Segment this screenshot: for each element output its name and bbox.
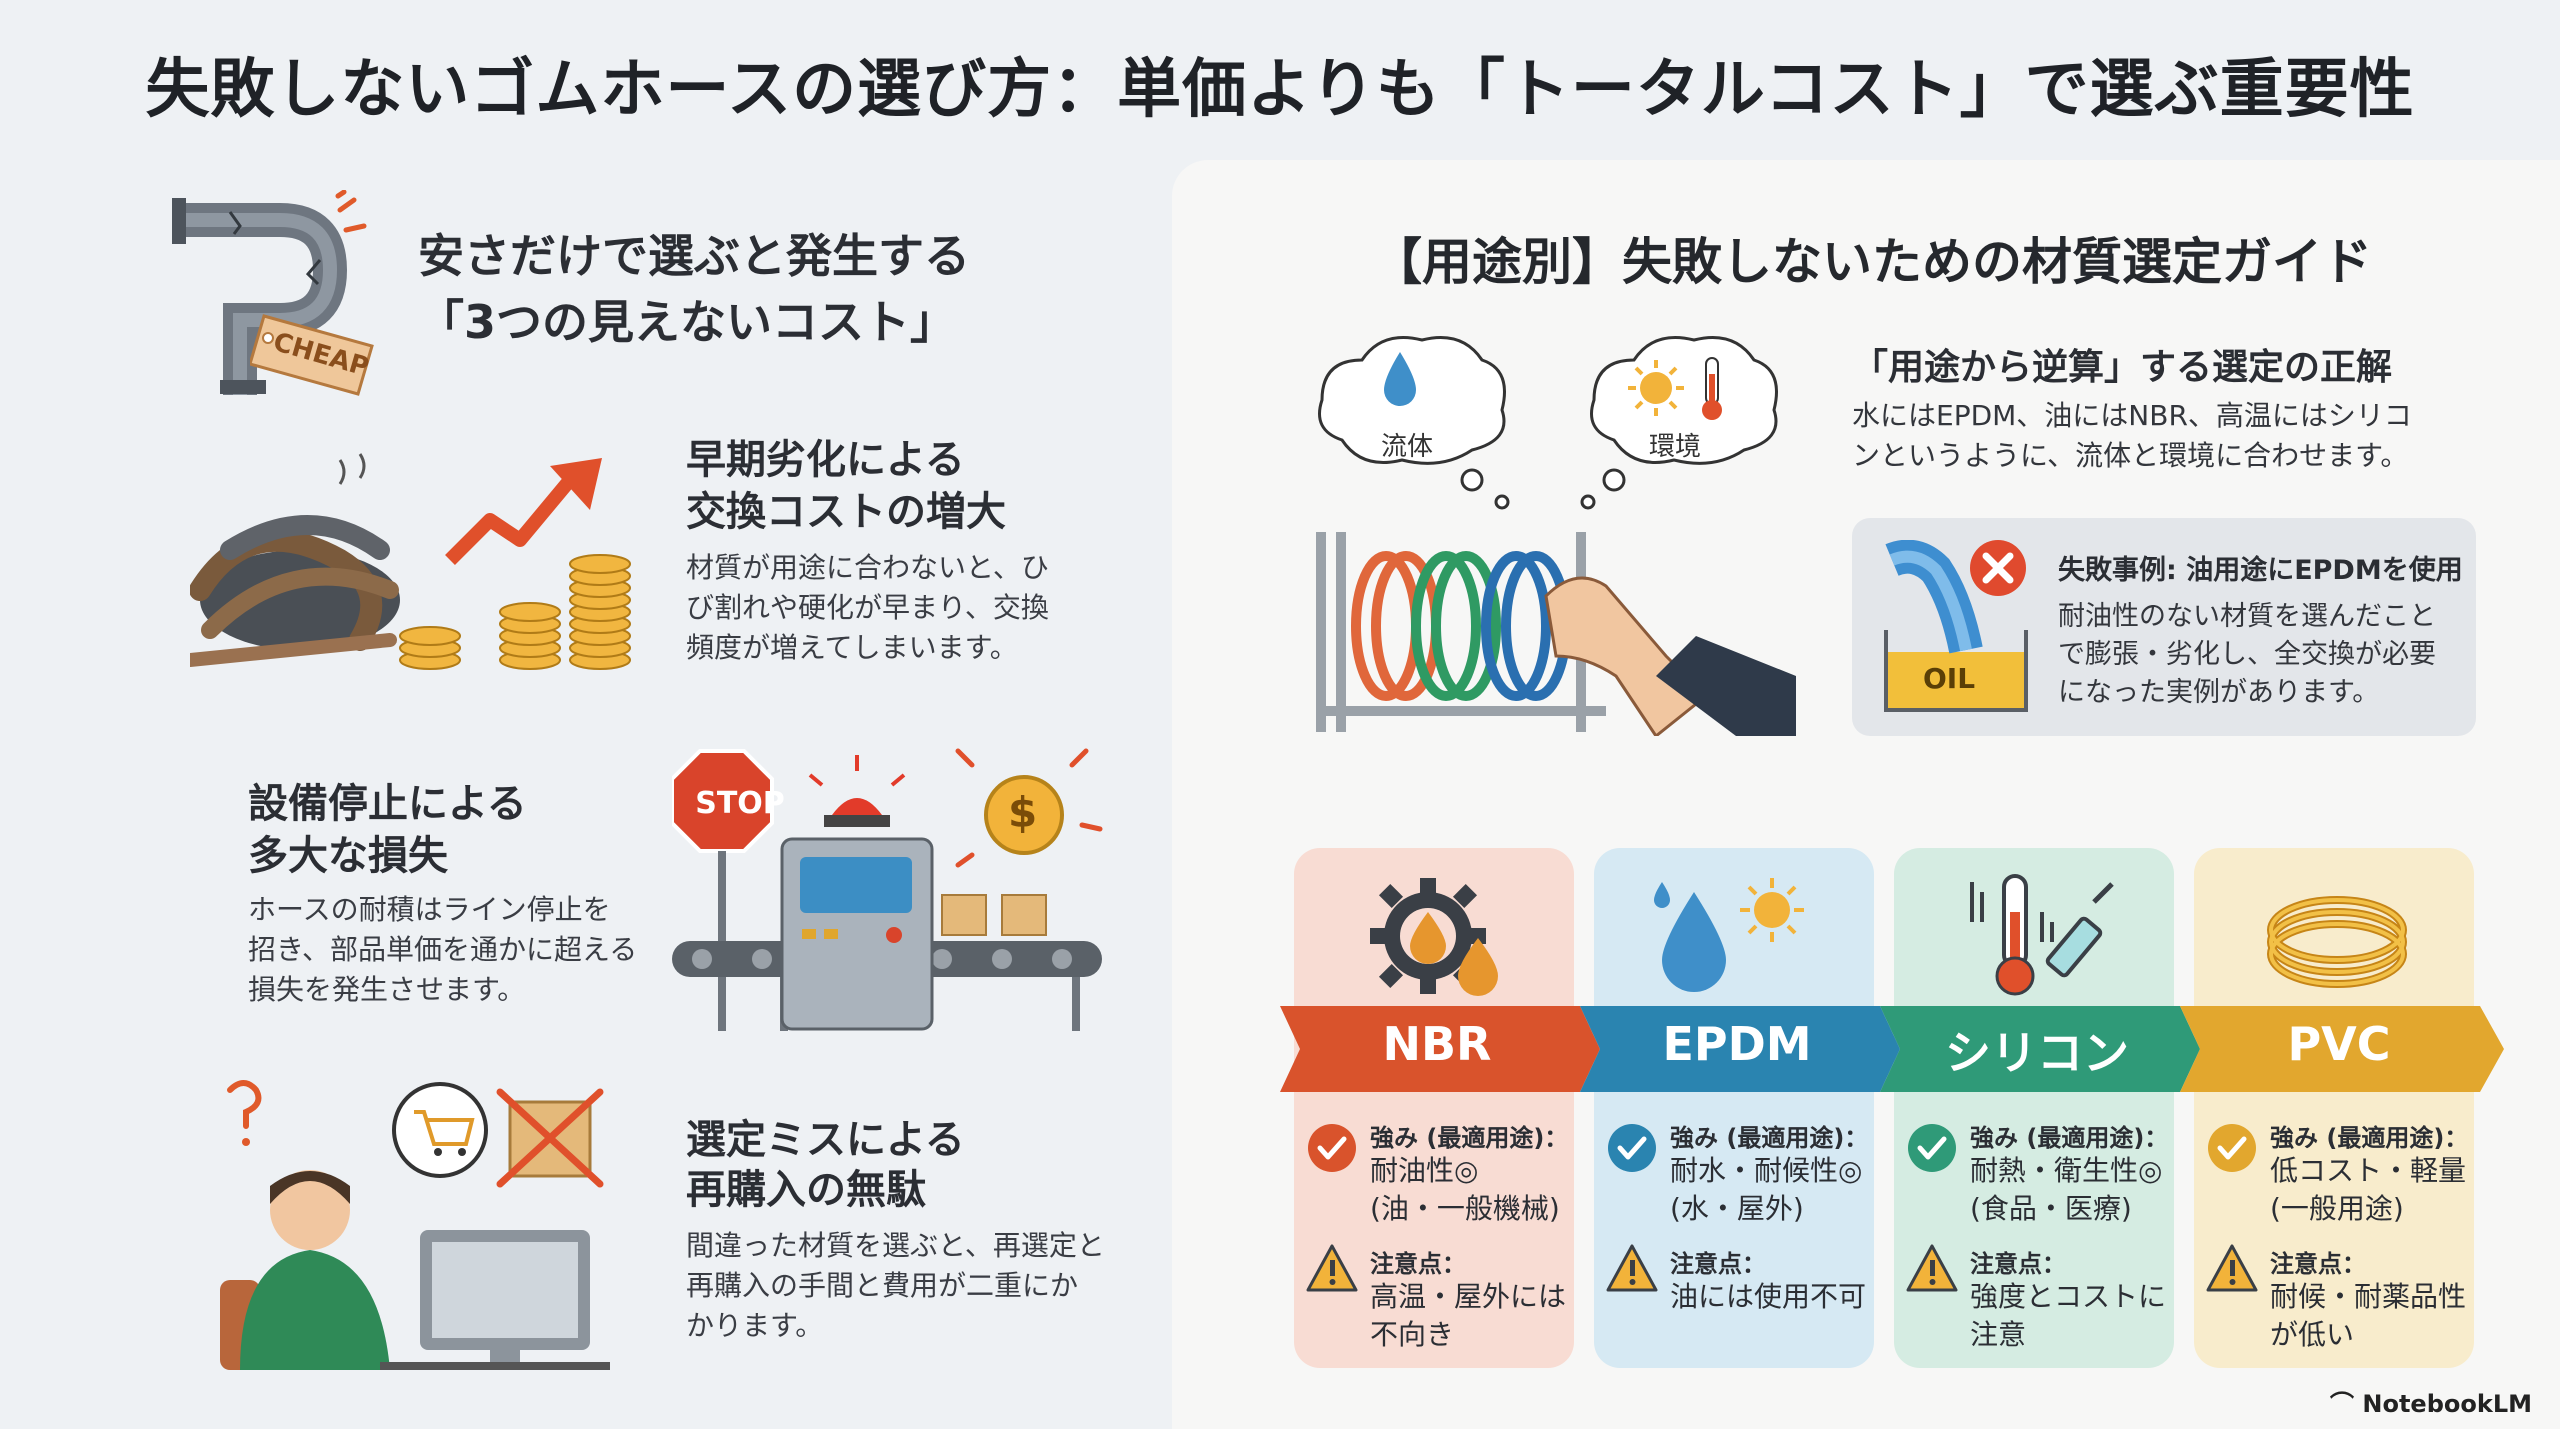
pvc-strength-line: 低コスト・軽量 — [2270, 1154, 2467, 1187]
nbr-caution-line: 不向き — [1370, 1318, 1455, 1351]
epdm-strength-line: 耐水・耐候性◎ — [1670, 1154, 1863, 1187]
cost1-title-line1: 早期劣化による — [686, 437, 965, 483]
hidden-costs-heading-line1: 安さだけで選ぶと発生する — [418, 229, 970, 283]
sun-thermometer-icon — [1628, 357, 1722, 420]
water-sun-icon — [1654, 878, 1804, 992]
silicone-strength-line: 耐熱・衛生性◎ — [1970, 1154, 2163, 1187]
cost3-body-line: 間違った材質を選ぶと、再選定と — [686, 1229, 1105, 1262]
nbr-caution: 高温・屋外には 不向き — [1370, 1278, 1566, 1354]
cost2-body-line: 招き、部品単価を通かに超える — [248, 933, 638, 966]
cost3-body: 間違った材質を選ぶと、再選定と 再購入の手間と費用が二重にか かります。 — [686, 1226, 1105, 1346]
dollar-coin-icon: $ — [1008, 788, 1038, 837]
silicone-strength-label: 強み (最適用途)： — [1970, 1124, 2169, 1152]
material-name-pvc: PVC — [2287, 1017, 2391, 1071]
warning-icon — [2206, 1244, 2258, 1292]
error-x-icon — [1970, 540, 2026, 596]
check-icon — [2208, 1124, 2256, 1172]
oil-tank-hose-icon — [1884, 540, 2028, 712]
pvc-caution-line: 耐候・耐薬品性 — [2270, 1280, 2467, 1313]
warning-icon — [1906, 1244, 1958, 1292]
broken-pipe-icon — [172, 190, 367, 395]
nbr-caution-line: 高温・屋外には — [1370, 1280, 1567, 1313]
silicone-caution-line: 注意 — [1970, 1318, 2027, 1351]
epdm-strength: 耐水・耐候性◎ (水・屋外) — [1670, 1152, 1862, 1228]
fluid-thought-bubble — [1318, 336, 1510, 510]
reverse-body-line: ンというように、流体と環境に合わせます。 — [1852, 439, 2409, 472]
pvc-caution-label: 注意点： — [2270, 1250, 2366, 1278]
silicone-strength-line: (食品・医療) — [1970, 1192, 2132, 1225]
page-title: 失敗しないゴムホースの選び方：単価よりも「トータルコスト」で選ぶ重要性 — [145, 53, 2415, 127]
brand-logo-icon: ⌒ — [2330, 1390, 2363, 1418]
fluid-label: 流体 — [1380, 432, 1433, 462]
brand-label: NotebookLM — [2362, 1390, 2532, 1418]
silicone-caution: 強度とコストに 注意 — [1970, 1278, 2166, 1354]
pvc-strength-line: (一般用途) — [2270, 1192, 2404, 1225]
cost3-title-line2: 再購入の無駄 — [686, 1167, 926, 1213]
pvc-caution: 耐候・耐薬品性 が低い — [2270, 1278, 2466, 1354]
epdm-caution: 油には使用不可 — [1670, 1278, 1866, 1316]
nbr-strength-line: (油・一般機械) — [1370, 1192, 1560, 1225]
stop-sign-label: STOP — [695, 786, 785, 821]
cost1-body-line: び割れや硬化が早まり、交換 — [686, 591, 1049, 624]
cost1-body-line: 材質が用途に合わないと、ひ — [686, 551, 1049, 584]
failure-case-title: 失敗事例: 油用途にEPDMを使用 — [2058, 555, 2463, 586]
hose-reel-selection-icon — [1316, 532, 1796, 736]
pvc-caution-line: が低い — [2270, 1318, 2355, 1351]
reverse-body-line: 水にはEPDM、油にはNBR、高温にはシリコ — [1852, 399, 2412, 432]
epdm-strength-label: 強み (最適用途)： — [1670, 1124, 1869, 1152]
silicone-strength: 耐熱・衛生性◎ (食品・医療) — [1970, 1152, 2162, 1228]
cost2-title-line1: 設備停止による — [248, 781, 527, 827]
nbr-strength-label: 強み (最適用途)： — [1370, 1124, 1569, 1152]
hidden-costs-heading-line2: 「3つの見えないコスト」 — [418, 295, 957, 349]
epdm-caution-label: 注意点： — [1670, 1250, 1766, 1278]
environment-label: 環境 — [1648, 432, 1701, 462]
cost1-body: 材質が用途に合わないと、ひ び割れや硬化が早まり、交換 頻度が増えてしまいます。 — [686, 548, 1049, 668]
reverse-selection-body: 水にはEPDM、油にはNBR、高温にはシリコ ンというように、流体と環境に合わせ… — [1852, 396, 2412, 476]
pvc-strength: 低コスト・軽量 (一般用途) — [2270, 1152, 2466, 1228]
failure-body-line: 耐油性のない材質を選んだこと — [2058, 601, 2436, 632]
cost1-body-line: 頻度が増えてしまいます。 — [686, 631, 1018, 664]
reverse-selection-title: 「用途から逆算」する選定の正解 — [1852, 347, 2393, 388]
materials-arrow-banner — [1280, 1006, 2504, 1092]
check-icon — [1608, 1124, 1656, 1172]
cost3-body-line: 再購入の手間と費用が二重にか — [686, 1269, 1079, 1302]
confused-purchaser-icon — [220, 1080, 610, 1370]
nbr-strength-line: 耐油性◎ — [1370, 1154, 1479, 1187]
cost3-body-line: かります。 — [686, 1309, 824, 1342]
material-name-nbr: NBR — [1382, 1017, 1492, 1071]
guide-title: 【用途別】失敗しないための材質選定ガイド — [1372, 233, 2372, 291]
nbr-caution-label: 注意点： — [1370, 1250, 1466, 1278]
warning-icon — [1306, 1244, 1358, 1292]
material-name-silicone: シリコン — [1945, 1026, 2129, 1080]
coiled-hose-icon — [2267, 896, 2407, 988]
thermometer-syringe-icon — [1970, 874, 2114, 996]
cost2-body-line: ホースの耐積はライン停止を — [248, 893, 611, 926]
water-drop-icon — [1384, 352, 1416, 406]
nbr-strength: 耐油性◎ (油・一般機械) — [1370, 1152, 1560, 1228]
failure-body-line: になった実例があります。 — [2058, 677, 2380, 708]
oil-label: OIL — [1922, 662, 1976, 695]
stopped-production-line-icon — [672, 748, 1103, 1031]
gear-oil-drop-icon — [1370, 878, 1498, 996]
check-icon — [1908, 1124, 1956, 1172]
cracked-hoses-and-coins-icon — [190, 453, 631, 670]
epdm-strength-line: (水・屋外) — [1670, 1192, 1804, 1225]
material-name-epdm: EPDM — [1662, 1017, 1812, 1071]
cost2-title-line2: 多大な損失 — [248, 833, 448, 879]
silicone-caution-line: 強度とコストに — [1970, 1280, 2167, 1313]
failure-case-body: 耐油性のない材質を選んだこと で膨張・劣化し、全交換が必要 になった実例がありま… — [2058, 598, 2436, 712]
epdm-caution-line: 油には使用不可 — [1670, 1280, 1867, 1313]
silicone-caution-label: 注意点： — [1970, 1250, 2066, 1278]
cost2-body-line: 損失を発生させます。 — [248, 973, 526, 1006]
warning-icon — [1606, 1244, 1658, 1292]
cost3-title-line1: 選定ミスによる — [686, 1117, 965, 1163]
cheap-tag-icon — [250, 314, 374, 396]
cost2-body: ホースの耐積はライン停止を 招き、部品単価を通かに超える 損失を発生させます。 — [248, 890, 637, 1010]
cost1-title-line2: 交換コストの増大 — [686, 489, 1006, 535]
pvc-strength-label: 強み (最適用途)： — [2270, 1124, 2469, 1152]
failure-body-line: で膨張・劣化し、全交換が必要 — [2058, 639, 2436, 670]
brand-watermark: ⌒ NotebookLM — [2330, 1384, 2532, 1419]
check-icon — [1308, 1124, 1356, 1172]
